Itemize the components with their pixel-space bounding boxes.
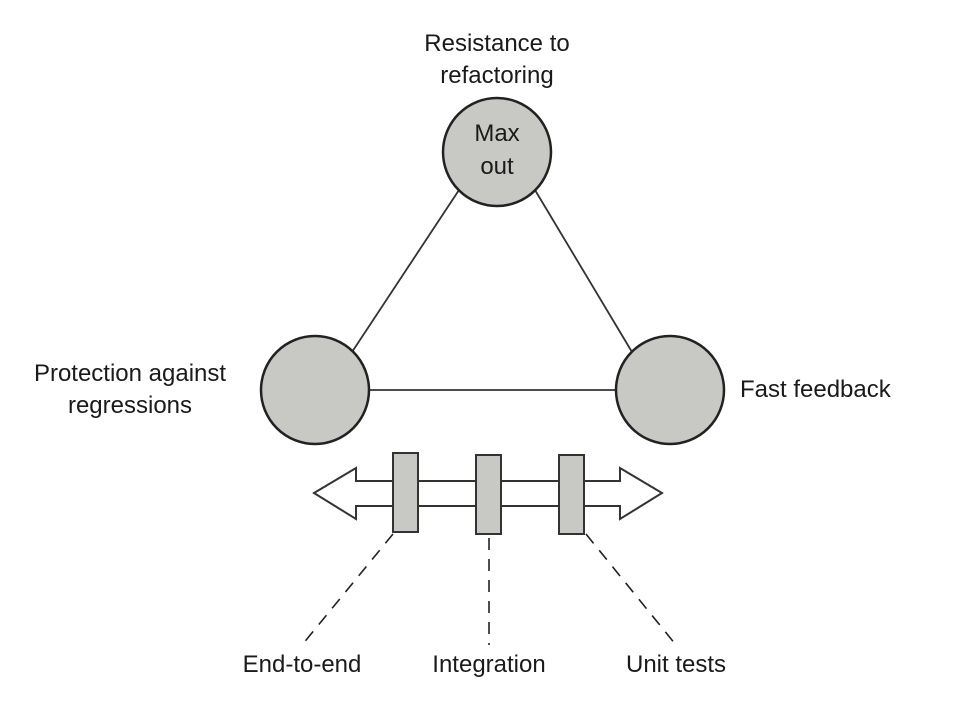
leader-unit-tests [585,533,677,646]
node-protection-against-regressions [259,334,371,446]
node-fast-feedback [614,334,726,446]
marker-end-to-end [392,452,419,533]
marker-unit-tests [558,454,585,535]
leader-end-to-end [301,533,394,646]
label-fast-feedback: Fast feedback [740,376,892,403]
label-protection-line-1: Protection against [34,360,226,387]
label-integration: Integration [432,651,545,678]
label-resistance-line-2: refactoring [440,62,553,89]
node-inner-text-line-1: Max [474,120,519,147]
label-unit-tests: Unit tests [626,651,726,678]
label-end-to-end: End-to-end [243,651,362,678]
node-resistance-to-refactoring: Max out [441,96,553,208]
marker-integration [475,454,502,535]
edge-top-right [534,189,633,353]
edge-top-left [351,189,460,353]
label-protection-line-2: regressions [68,392,192,419]
node-inner-text-line-2: out [480,153,514,180]
label-resistance-line-1: Resistance to [424,30,569,57]
node-circle-top [441,96,553,208]
